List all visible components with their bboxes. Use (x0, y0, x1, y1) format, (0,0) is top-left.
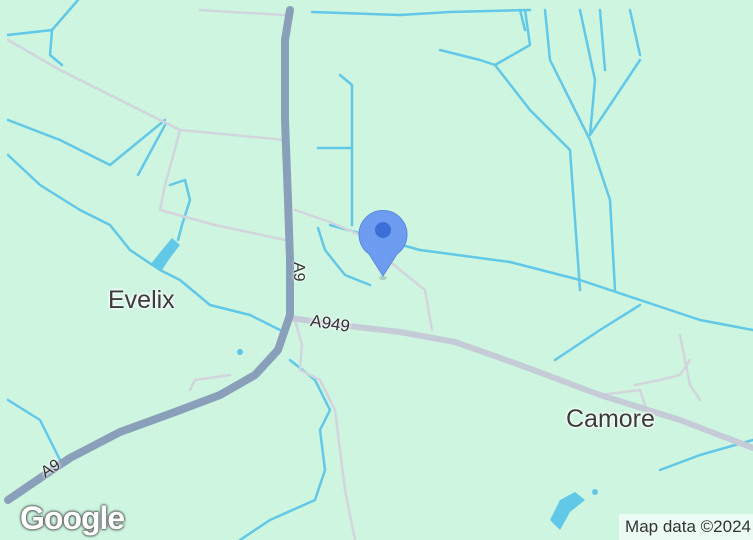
stream (50, 0, 80, 32)
stream (310, 8, 532, 17)
stream (543, 8, 617, 292)
stream (48, 28, 64, 67)
stream (178, 278, 282, 332)
map-pin-icon[interactable] (358, 210, 408, 280)
stream (658, 438, 753, 472)
a949-road (287, 315, 753, 451)
a9-road (4, 6, 294, 504)
stream (136, 123, 167, 177)
place-label-evelix: Evelix (108, 286, 175, 314)
pond (237, 349, 243, 355)
pond (150, 238, 180, 270)
stream (628, 8, 642, 57)
road-label-a9: A9 (290, 262, 307, 282)
place-label-camore: Camore (566, 405, 655, 433)
stream (553, 303, 642, 362)
minor-road (198, 8, 287, 17)
stream (6, 28, 54, 37)
minor-road (318, 378, 357, 540)
stream (6, 398, 62, 462)
minor-road (188, 373, 232, 392)
minor-road (633, 358, 692, 387)
stream (578, 8, 642, 137)
stream (168, 178, 192, 242)
google-logo[interactable]: Google (20, 500, 125, 536)
stream (338, 73, 354, 227)
stream (6, 118, 167, 167)
stream (6, 153, 182, 282)
stream (316, 226, 372, 287)
stream (518, 8, 527, 32)
minor-road (293, 318, 322, 382)
minor-road (678, 333, 702, 402)
minor-road (158, 128, 287, 242)
pond (550, 492, 585, 530)
stream (598, 8, 607, 72)
pond (592, 489, 598, 495)
stream (238, 358, 332, 540)
stream (493, 63, 582, 292)
stream (328, 223, 753, 332)
map-attribution[interactable]: Map data ©2024 (619, 514, 753, 540)
minor-road (6, 38, 287, 142)
